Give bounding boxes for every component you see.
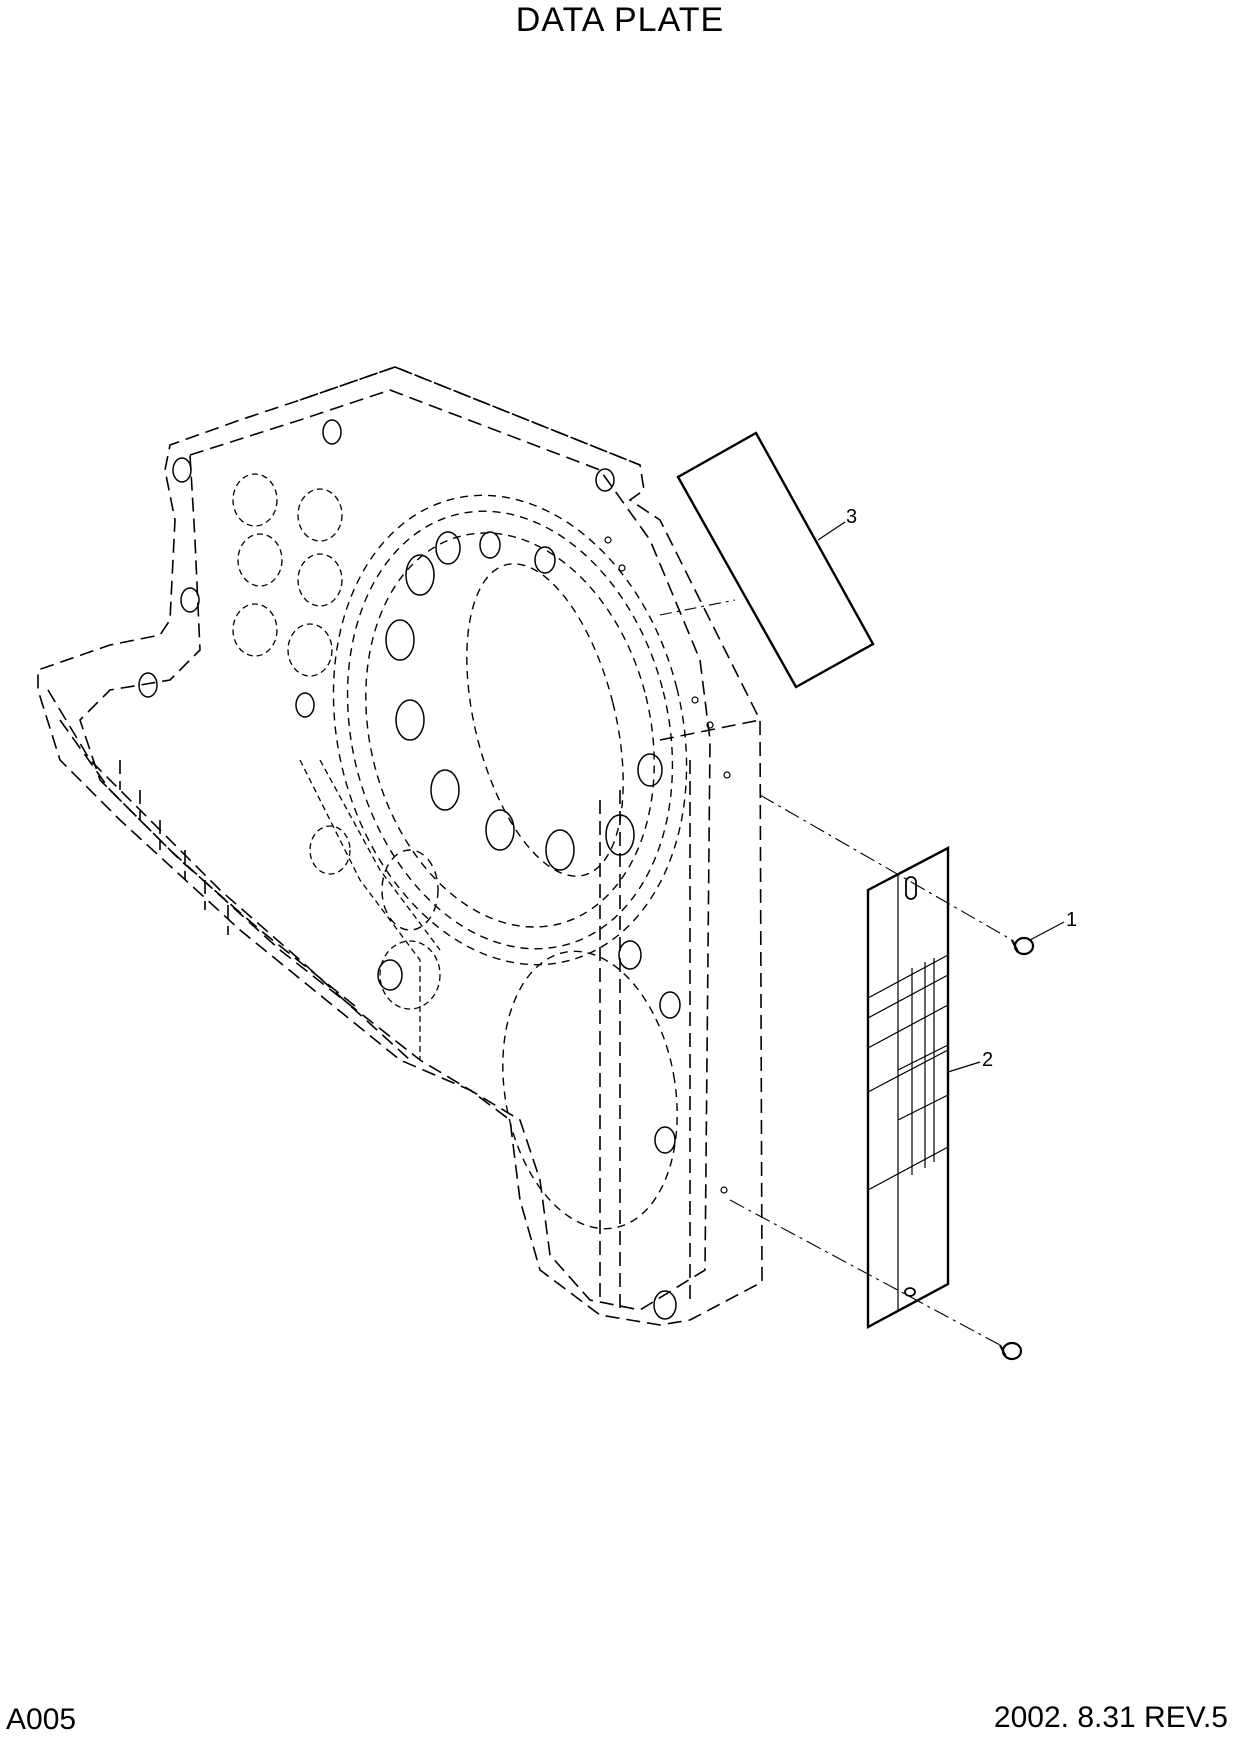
item-2-data-plate — [866, 846, 950, 1330]
revision-date: 2002. 8.31 REV.5 — [993, 1701, 1228, 1734]
center-lines — [729, 794, 1013, 1346]
page-title: DATA PLATE — [515, 1, 725, 39]
callout-1-label: 1 — [1066, 909, 1077, 931]
bore-ring — [332, 494, 688, 1230]
page-code: A005 — [6, 1703, 77, 1736]
callouts — [817, 521, 1065, 1073]
item-1-screw-lower — [999, 1341, 1023, 1361]
item-1-screw-upper — [1011, 936, 1035, 956]
callout-2-label: 2 — [982, 1049, 993, 1071]
mounting-bosses — [232, 473, 441, 1060]
reference-dots — [604, 536, 731, 1194]
callout-3-label: 3 — [846, 506, 857, 528]
flywheel-housing — [37, 366, 763, 1326]
bolt-holes — [138, 419, 681, 1320]
item-3-label-plate — [676, 431, 875, 689]
